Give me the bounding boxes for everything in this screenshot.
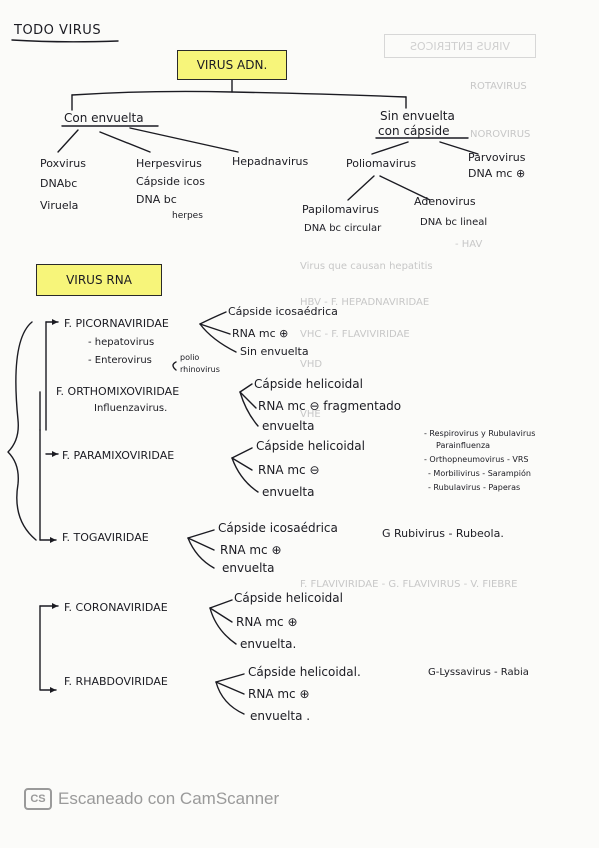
family-prop: envuelta [262,419,315,433]
family-prop: Cápside helicoidal [256,439,365,453]
family-note: - Morbilivirus - Sarampión [428,469,531,478]
bleed-through-mark: VHC - F. FLAVIVIRIDAE [300,329,410,340]
family-prop: Cápside icosaédrica [218,521,338,535]
family-note: Parainfluenza [436,441,491,450]
bleed-through-mark: ROTAVIRUS [470,81,527,92]
adenovirus-line: DNA bc lineal [420,217,488,228]
family-prop: RNA mc ⊕ [232,327,289,340]
family-name: F. RHABDOVIRIDAE [64,675,168,688]
bleed-through-mark: F. FLAVIVIRIDAE - G. FLAVIVIRUS - V. FIE… [300,579,518,590]
family-name: F. CORONAVIRIDAE [64,601,168,614]
herpesvirus-line: Cápside icos [136,175,206,188]
family-prop: Cápside helicoidal. [248,665,361,679]
bleed-through-mark: Virus que causan hepatitis [300,261,433,272]
herpesvirus-line: herpes [172,211,203,221]
hepadnavirus-name: Hepadnavirus [232,155,309,168]
dna-header-label: VIRUS ADN. [196,58,268,72]
family-name: F. TOGAVIRIDAE [62,531,149,544]
family-note: G Rubivirus - Rubeola. [382,527,504,540]
family-prop: RNA mc ⊖ [258,463,320,477]
family-prop: RNA mc ⊕ [236,615,298,629]
poxvirus-name: Poxvirus [40,157,86,170]
herpesvirus-name: Herpesvirus [136,157,202,170]
rna-header-box: VIRUS RNA [36,264,162,296]
camscanner-logo-icon: CS [24,788,52,810]
poxvirus-line: Viruela [40,199,79,212]
bleed-through-mark: HBV - F. HEPADNAVIRIDAE [300,297,430,308]
bleed-through-mark: VHE [300,409,321,420]
family-prop: Cápside helicoidal [234,591,343,605]
family-sub: - hepatovirus [88,337,155,348]
family-prop: envuelta . [250,709,311,723]
family-prop: Cápside icosaédrica [228,305,338,318]
family-note: - Orthopneumovirus - VRS [424,455,529,464]
family-note: - Respirovirus y Rubulavirus [424,429,536,438]
family-note: G-Lyssavirus - Rabia [428,667,529,678]
poliomavirus-name: Poliomavirus [346,157,417,170]
family-name: F. ORTHOMIXOVIRIDAE [56,385,180,398]
family-sub-extra: rhinovirus [180,365,220,374]
family-prop: envuelta. [240,637,297,651]
family-sub-extra: polio [180,353,200,362]
herpesvirus-line: DNA bc [136,193,177,206]
camscanner-watermark: CS Escaneado con CamScanner [24,788,279,810]
page-title: TODO VIRUS [14,23,102,38]
sin-envuelta-label: Sin envuelta [380,109,455,123]
con-envuelta-label: Con envuelta [64,111,144,125]
rna-header-label: VIRUS RNA [66,273,132,287]
family-prop: envuelta [222,561,275,575]
dna-header-box: VIRUS ADN. [177,50,287,80]
camscanner-text: Escaneado con CamScanner [58,789,280,808]
poxvirus-line: DNAbc [40,177,78,190]
family-name: F. PICORNAVIRIDAE [64,317,169,330]
sin-envuelta-sublabel: con cápside [378,124,450,138]
parvovirus-line: DNA mc ⊕ [468,167,526,180]
family-prop: RNA mc ⊕ [248,687,310,701]
family-prop: envuelta [262,485,315,499]
bleed-through-mark: - HAV [455,239,483,250]
family-prop: RNA mc ⊖ fragmentado [258,399,402,413]
bleed-through-mark: NOROVIRUS [470,129,531,140]
family-prop: Cápside helicoidal [254,377,363,391]
adenovirus-name: Adenovirus [414,195,476,208]
family-prop: Sin envuelta [240,345,309,358]
family-note: - Rubulavirus - Paperas [428,483,521,492]
parvovirus-name: Parvovirus [468,151,526,164]
family-name: F. PARAMIXOVIRIDAE [62,449,175,462]
bleed-through-mark: VHD [300,359,323,370]
papilomavirus-name: Papilomavirus [302,203,379,216]
family-prop: RNA mc ⊕ [220,543,282,557]
papilomavirus-line: DNA bc circular [304,223,382,234]
family-sub: - Enterovirus [88,355,152,366]
family-sub: Influenzavirus. [94,403,168,414]
